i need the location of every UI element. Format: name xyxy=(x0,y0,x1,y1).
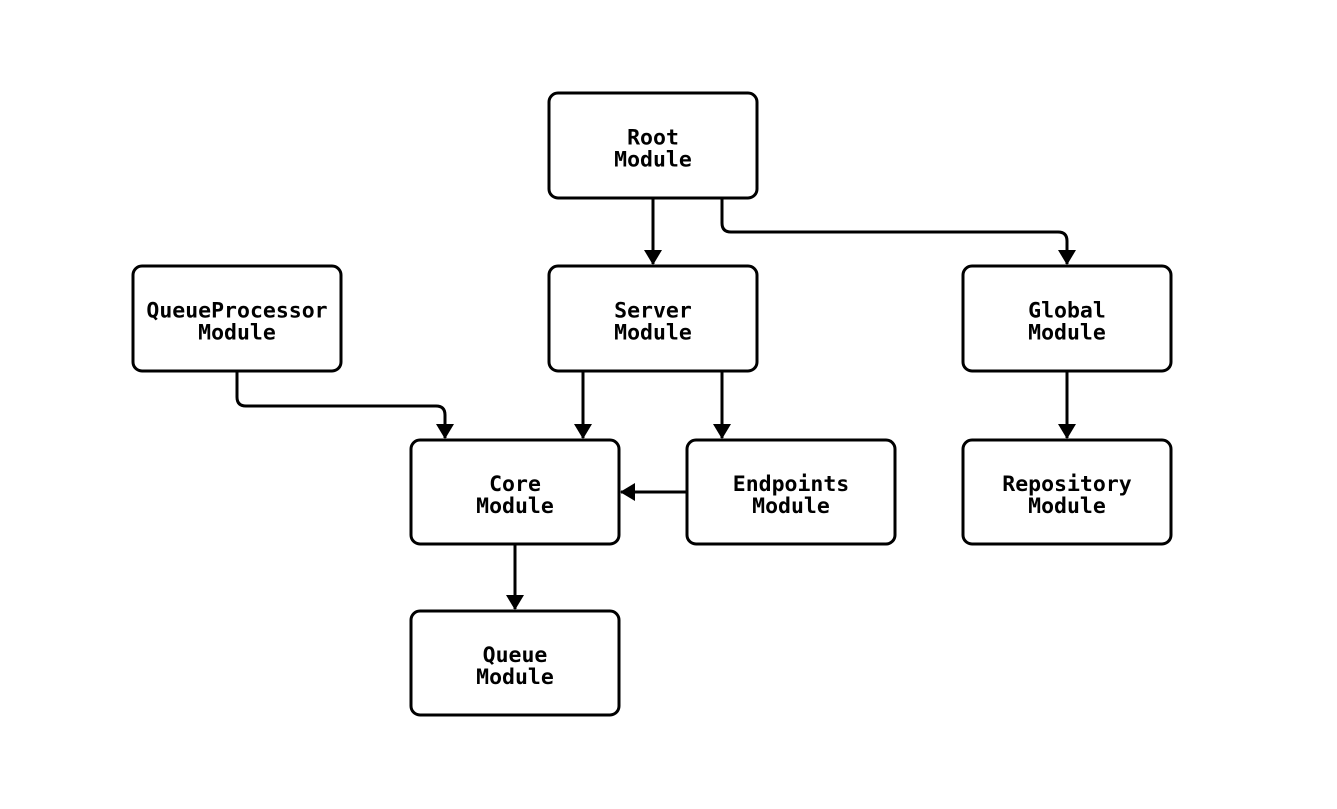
node-label-line: Module xyxy=(476,665,554,690)
node-box xyxy=(961,438,1173,546)
node-label-line: Module xyxy=(614,148,692,173)
node-label-line: Server xyxy=(614,299,692,324)
node-box xyxy=(409,609,621,717)
node-box xyxy=(131,264,343,373)
node-label-line: Module xyxy=(476,494,554,519)
node-label-line: Module xyxy=(752,494,830,519)
edge-queueprocessor-to-core xyxy=(235,371,454,439)
node-label-line: Repository xyxy=(1002,472,1131,497)
node-label-line: Endpoints xyxy=(733,472,850,497)
node-label-line: QueueProcessor xyxy=(146,299,327,324)
edges-layer xyxy=(235,198,1076,610)
node-box xyxy=(547,91,759,200)
edge-root-to-global xyxy=(720,198,1076,265)
node-label-line: Core xyxy=(489,472,541,497)
node-label-line: Global xyxy=(1028,299,1106,324)
node-label-line: Module xyxy=(1028,321,1106,346)
node-label-line: Module xyxy=(198,321,276,346)
node-label-line: Module xyxy=(614,321,692,346)
node-box xyxy=(685,438,897,546)
node-label-line: Queue xyxy=(483,643,548,668)
node-box xyxy=(961,264,1173,373)
node-box xyxy=(409,438,621,546)
node-label-line: Root xyxy=(627,126,679,151)
node-box xyxy=(547,264,759,373)
node-label-line: Module xyxy=(1028,494,1106,519)
